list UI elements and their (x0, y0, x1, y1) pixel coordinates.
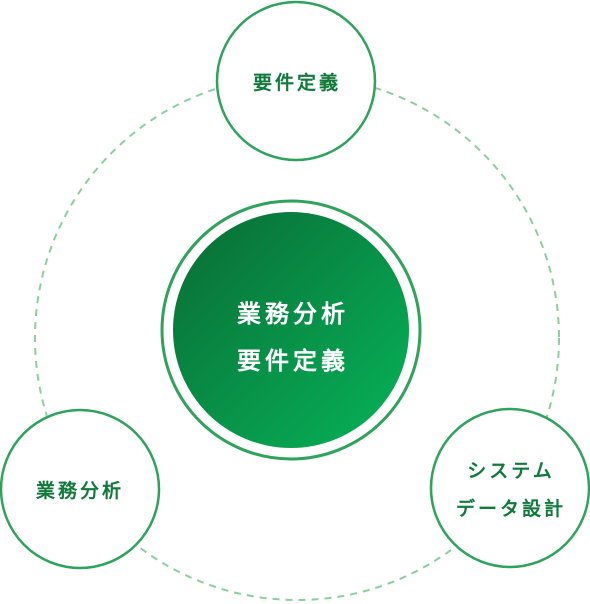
node-business-analysis-circle (0, 408, 161, 570)
node-requirements-label: 要件定義 (253, 71, 341, 94)
center-disc (173, 212, 409, 448)
node-requirements-circle (215, 0, 377, 162)
center-label-line2: 要件定義 (237, 347, 349, 375)
node-system-data-design-circle (429, 407, 590, 569)
node-system-data-design-label-line2: データ設計 (456, 497, 566, 520)
node-system-data-design: システム データ設計 (429, 407, 590, 569)
node-requirements: 要件定義 (215, 0, 377, 162)
node-business-analysis: 業務分析 (0, 408, 161, 570)
center-label-line1: 業務分析 (237, 300, 349, 328)
cycle-dashed-ring (34, 75, 560, 601)
node-system-data-design-label-line1: システム (467, 460, 554, 482)
node-business-analysis-label: 業務分析 (35, 479, 124, 502)
